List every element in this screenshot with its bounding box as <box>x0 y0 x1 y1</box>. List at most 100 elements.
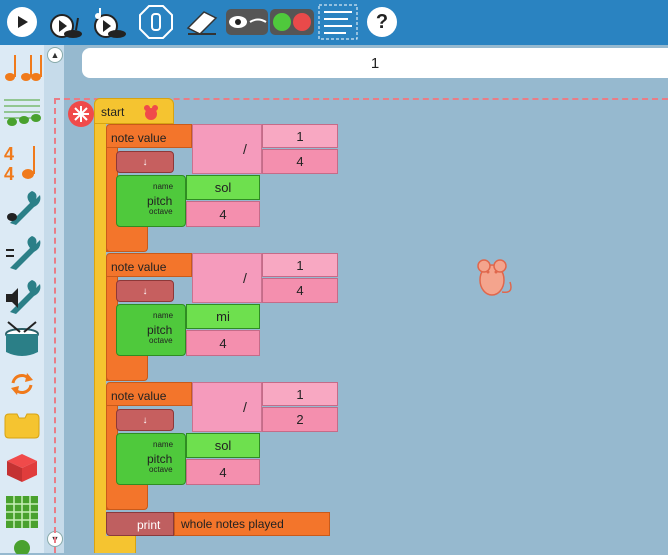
help-icon: ? <box>367 7 397 37</box>
start-block-spine <box>94 124 106 553</box>
palette-volume[interactable] <box>2 275 42 317</box>
palette-meter[interactable] <box>2 92 42 130</box>
start-block[interactable]: start <box>94 98 174 124</box>
step-icon <box>94 8 126 38</box>
palette-tone[interactable] <box>2 186 42 228</box>
print-argument-text: whole notes played <box>181 517 284 531</box>
palette-matrix[interactable] <box>2 493 42 531</box>
pitch-name-label: name <box>153 311 174 320</box>
print-label: print <box>137 518 161 532</box>
play-icon <box>7 7 37 37</box>
pitch-block[interactable]: name pitch octave <box>116 304 186 356</box>
mouse-sprite-icon[interactable] <box>474 254 516 300</box>
notation-icon <box>318 4 358 40</box>
octave-input[interactable]: 4 <box>186 201 260 227</box>
bpm-value: 1 <box>370 54 380 72</box>
note-value-block[interactable]: note value <box>106 382 192 406</box>
pitch-name-value: sol <box>214 438 232 453</box>
notation-button[interactable] <box>318 4 358 40</box>
collapse-expand-button[interactable] <box>270 4 314 40</box>
octave-input[interactable]: 4 <box>186 459 260 485</box>
denominator-value: 4 <box>296 154 304 169</box>
note-value-foot <box>106 482 148 510</box>
pitch-name-input[interactable]: sol <box>186 433 260 458</box>
collapse-start-button[interactable] <box>68 101 94 127</box>
pitch-name-value: sol <box>214 180 232 195</box>
pitch-name-input[interactable]: sol <box>186 175 260 200</box>
start-label: start <box>101 105 125 119</box>
mouse-icon <box>144 105 158 120</box>
divide-slash: / <box>243 141 247 157</box>
palette-rhythm[interactable] <box>2 48 42 86</box>
octave-value: 4 <box>219 206 227 222</box>
canvas-top-border <box>54 98 668 100</box>
numerator-value: 1 <box>296 128 304 144</box>
numerator-input[interactable]: 1 <box>262 253 338 277</box>
palette-boxes[interactable] <box>2 449 42 487</box>
erase-button[interactable] <box>184 4 220 40</box>
print-argument[interactable]: whole notes played <box>174 512 330 536</box>
denominator-input[interactable]: 2 <box>262 407 338 432</box>
palette-flow[interactable] <box>2 365 42 403</box>
start-block-bottom <box>94 536 136 553</box>
divide-block[interactable]: / <box>192 382 262 432</box>
denominator-value: 2 <box>296 412 304 427</box>
play-button[interactable] <box>4 4 40 40</box>
pitch-block[interactable]: name pitch octave <box>116 175 186 227</box>
step-button[interactable] <box>90 4 126 40</box>
dot-block[interactable]: ↓ <box>116 280 174 302</box>
pitch-name-input[interactable]: mi <box>186 304 260 329</box>
octave-input[interactable]: 4 <box>186 330 260 356</box>
hide-show-button[interactable] <box>226 4 268 40</box>
dot-block[interactable]: ↓ <box>116 409 174 431</box>
pitch-label: pitch <box>147 452 173 466</box>
dot-arrow-icon: ↓ <box>142 414 148 426</box>
numerator-input[interactable]: 1 <box>262 382 338 406</box>
pitch-name-value: mi <box>216 309 230 324</box>
palette-drum[interactable] <box>2 319 42 361</box>
palette-meter-sig[interactable]: 4 4 <box>2 139 42 185</box>
slow-play-icon <box>50 14 82 38</box>
widgets-icon <box>14 540 30 554</box>
flow-icon <box>11 373 33 395</box>
dot-block[interactable]: ↓ <box>116 151 174 173</box>
denominator-input[interactable]: 4 <box>262 278 338 303</box>
bpm-field[interactable]: 1 <box>82 48 668 78</box>
divide-block[interactable]: / <box>192 124 262 174</box>
divide-slash: / <box>243 399 247 415</box>
note-value-block[interactable]: note value <box>106 124 192 148</box>
toolbar: ? <box>0 0 668 45</box>
note-value-block[interactable]: note value <box>106 253 192 277</box>
print-block[interactable]: print <box>106 512 174 536</box>
palette: 4 4 <box>0 45 44 555</box>
svg-text:4: 4 <box>4 144 14 164</box>
palette-action[interactable] <box>2 407 42 445</box>
svg-text:4: 4 <box>4 164 14 184</box>
numerator-value: 1 <box>296 386 304 402</box>
octave-value: 4 <box>219 335 227 351</box>
note-value-foot <box>106 224 148 252</box>
volume-icon <box>6 280 41 314</box>
note-value-foot <box>106 353 148 381</box>
numerator-value: 1 <box>296 257 304 273</box>
denominator-input[interactable]: 4 <box>262 149 338 174</box>
palette-ornament[interactable] <box>2 231 42 273</box>
scroll-up-icon[interactable]: ▲ <box>47 47 63 63</box>
boxes-icon <box>7 454 37 482</box>
note-value-label: note value <box>111 131 167 145</box>
pitch-octave-label: octave <box>149 465 173 474</box>
palette-widgets[interactable] <box>2 535 42 555</box>
pitch-label: pitch <box>147 323 173 337</box>
numerator-input[interactable]: 1 <box>262 124 338 148</box>
pitch-block[interactable]: name pitch octave <box>116 433 186 485</box>
slow-play-button[interactable] <box>46 4 82 40</box>
divide-block[interactable]: / <box>192 253 262 303</box>
pitch-icon: 4 4 <box>4 144 35 184</box>
matrix-icon <box>6 496 38 528</box>
rhythm-icon <box>5 55 42 81</box>
collapse-icon <box>73 106 89 122</box>
stop-button[interactable] <box>138 4 174 40</box>
help-button[interactable]: ? <box>364 4 400 40</box>
action-icon <box>4 413 40 439</box>
drum-icon <box>5 321 39 356</box>
